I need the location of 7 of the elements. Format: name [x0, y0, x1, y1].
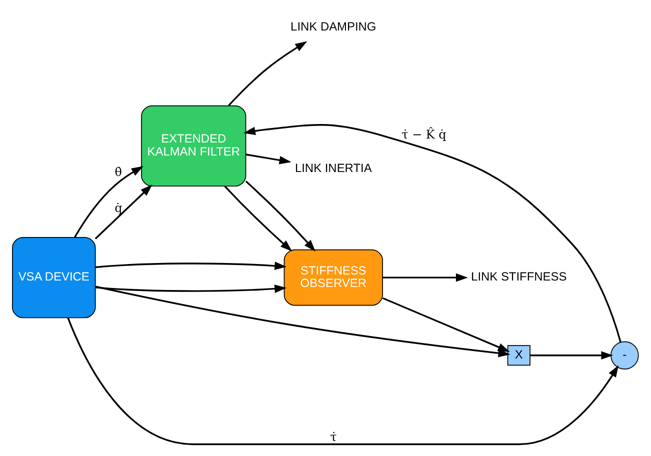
- node-text: LINK STIFFNESS: [471, 270, 567, 284]
- edge-label: θ̇: [114, 165, 122, 180]
- node-text: LINK DAMPING: [290, 19, 376, 34]
- edge-label: τ̇ − K̂ q̇: [402, 127, 446, 142]
- node-text: LINK INERTIA: [294, 161, 372, 176]
- edge-label: τ̇: [330, 430, 337, 444]
- edge-label: q̇: [114, 200, 122, 215]
